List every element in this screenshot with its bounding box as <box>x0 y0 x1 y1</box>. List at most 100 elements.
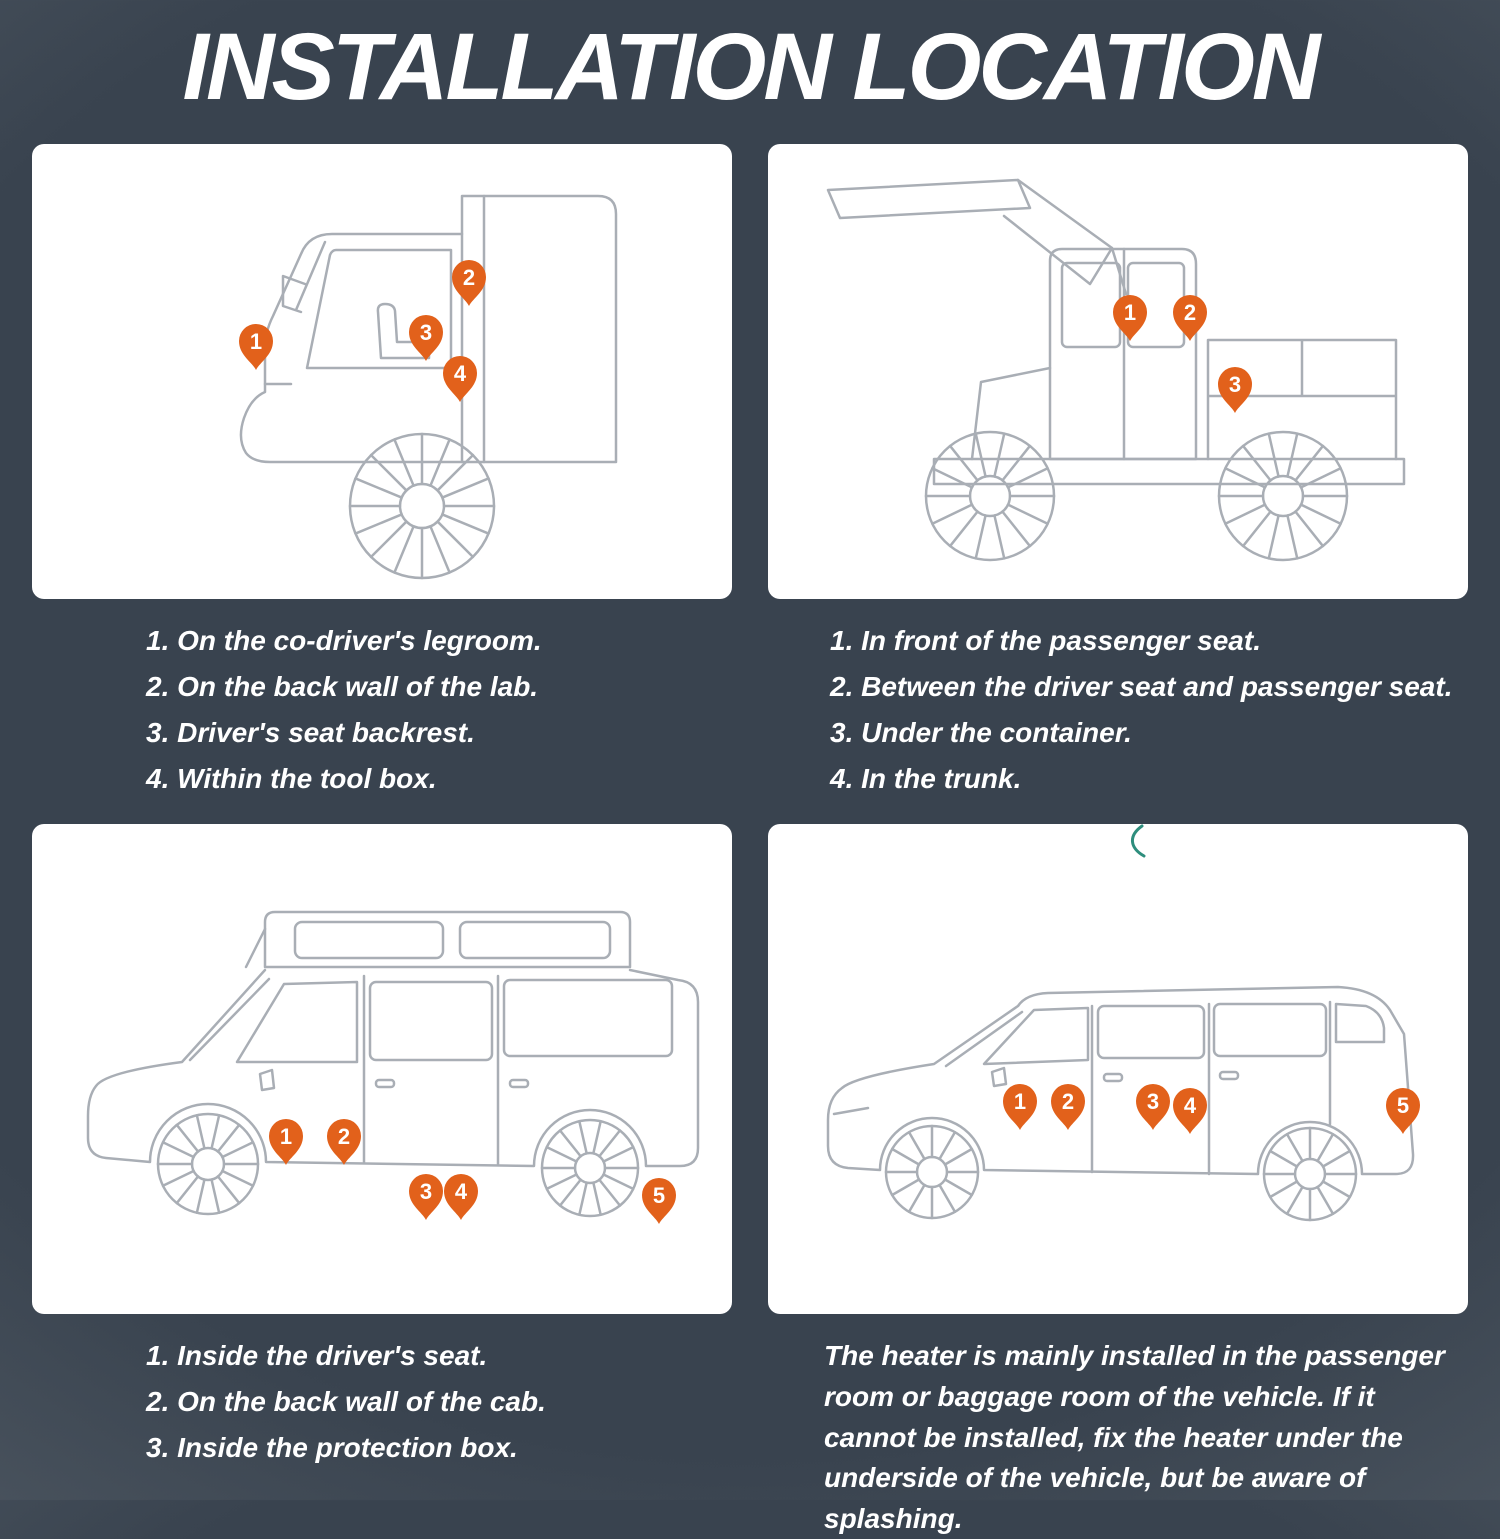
pin-icon <box>444 1174 478 1221</box>
location-pins: 1 2 3 4 <box>239 260 486 403</box>
pin-number: 3 <box>420 320 432 345</box>
pin-1: 1 <box>269 1119 303 1166</box>
pin-2: 2 <box>327 1119 361 1166</box>
rear-wheel <box>540 1119 640 1218</box>
pin-icon <box>1173 1088 1207 1135</box>
container-bed <box>1206 339 1398 461</box>
section-box-truck: 1 2 3 4 1. On th <box>32 144 732 804</box>
note-line: 2. On the back wall of the cab. <box>146 1386 546 1418</box>
body-outline <box>86 969 700 1168</box>
note-line: 4. In the trunk. <box>830 762 1022 794</box>
front-door-window <box>982 1007 1090 1066</box>
box-truck-outline <box>239 195 618 580</box>
cargo-box <box>460 195 618 464</box>
pin-icon <box>1173 295 1207 342</box>
notes-camper-van: 1. Inside the driver's seat. 2. On the b… <box>32 1336 732 1500</box>
panel-box-truck: 1 2 3 4 <box>32 144 732 600</box>
note-line: 1. On the co-driver's legroom. <box>146 625 542 657</box>
mid-window <box>368 981 494 1062</box>
minivan-drawing: 1 2 3 4 5 <box>826 824 1420 1222</box>
note-line: 2. On the back wall of the lab. <box>146 671 539 703</box>
windshield <box>188 978 271 1062</box>
door-handle <box>1102 1073 1124 1083</box>
note-line: 3. Inside the protection box. <box>146 1431 518 1463</box>
pin-icon <box>409 1174 443 1221</box>
pin-number: 2 <box>1062 1089 1074 1114</box>
pin-number: 3 <box>420 1179 432 1204</box>
pin-number: 2 <box>338 1124 350 1149</box>
pop-top-front-slant <box>244 928 267 969</box>
section-minivan: 1 2 3 4 5 <box>768 824 1468 1539</box>
pin-icon <box>1386 1088 1420 1135</box>
notes-box-truck: 1. On the co-driver's legroom. 2. On the… <box>32 621 732 804</box>
pin-number: 1 <box>280 1124 292 1149</box>
body-outline <box>826 986 1415 1176</box>
side-window <box>305 249 453 370</box>
pin-number: 5 <box>653 1183 665 1208</box>
camper-van-drawing: 1 2 3 4 5 <box>86 911 700 1225</box>
pin-1: 1 <box>1113 295 1147 342</box>
panel-camper-van: 1 2 3 4 5 <box>32 824 732 1315</box>
notes-dump-truck: 1. In front of the passenger seat. 2. Be… <box>768 621 1468 804</box>
roof-panel-rear <box>458 921 612 960</box>
dump-truck-drawing: 1 2 3 <box>826 179 1406 562</box>
pin-number: 3 <box>1147 1089 1159 1114</box>
tipper-arm <box>1002 179 1114 286</box>
front-wheel <box>156 1113 260 1216</box>
pin-number: 4 <box>455 1179 468 1204</box>
pin-icon <box>1136 1084 1170 1131</box>
pin-number: 2 <box>1184 300 1196 325</box>
note-line: 1. Inside the driver's seat. <box>146 1340 488 1372</box>
pin-number: 5 <box>1397 1093 1409 1118</box>
section-dump-truck: 1 2 3 1. In front of the passenger seat.… <box>768 144 1468 804</box>
pin-5: 5 <box>642 1178 676 1225</box>
installation-paragraph: The heater is mainly installed in the pa… <box>824 1340 1445 1534</box>
pin-4: 4 <box>444 1174 478 1221</box>
note-line: 2. Between the driver seat and passenger… <box>830 671 1453 703</box>
pin-number: 1 <box>1124 300 1136 325</box>
tipper-bed <box>826 179 1032 220</box>
chassis <box>932 458 1406 486</box>
door-handle <box>508 1079 530 1089</box>
rear-window <box>502 979 674 1058</box>
door-handle <box>374 1079 396 1089</box>
pin-icon <box>239 324 273 371</box>
minivan-outline <box>826 986 1415 1222</box>
pin-1: 1 <box>1003 1084 1037 1131</box>
rear-wheel <box>1262 1127 1358 1222</box>
pin-icon <box>1051 1084 1085 1131</box>
camper-van-outline <box>86 911 700 1218</box>
pin-3: 3 <box>409 315 443 362</box>
pin-4: 4 <box>1173 1088 1207 1135</box>
pin-3: 3 <box>1136 1084 1170 1131</box>
panel-minivan: 1 2 3 4 5 <box>768 824 1468 1315</box>
pin-icon <box>452 260 486 307</box>
pin-3: 3 <box>409 1174 443 1221</box>
bottom-row: 1 2 3 4 5 <box>0 824 1500 1539</box>
pin-4: 4 <box>443 356 477 403</box>
front-wheel <box>924 431 1056 562</box>
front-wheel <box>884 1125 980 1220</box>
pin-2: 2 <box>1051 1084 1085 1131</box>
note-line: 3. Driver's seat backrest. <box>146 716 475 748</box>
pin-icon <box>1003 1084 1037 1131</box>
pin-3: 3 <box>1218 367 1252 414</box>
mirror-icon <box>990 1067 1008 1088</box>
front-door-window <box>235 981 359 1064</box>
hood <box>970 367 1052 461</box>
pin-number: 1 <box>1014 1089 1026 1114</box>
roof-panel-front <box>293 921 445 960</box>
pin-number: 4 <box>454 361 467 386</box>
rear-wheel <box>1217 431 1349 562</box>
mirror-icon <box>281 275 307 314</box>
mid-window-2 <box>1212 1003 1328 1058</box>
cab-window-front <box>1060 262 1122 349</box>
location-pins: 1 2 3 4 5 <box>1003 1084 1420 1135</box>
note-line: 3. Under the container. <box>830 716 1132 748</box>
pop-top-roof <box>263 911 632 969</box>
pin-icon <box>1218 367 1252 414</box>
top-row: 1 2 3 4 1. On th <box>0 144 1500 804</box>
note-line: 1. In front of the passenger seat. <box>830 625 1261 657</box>
front-wheel <box>348 433 496 580</box>
box-truck-drawing: 1 2 3 4 <box>239 195 618 580</box>
